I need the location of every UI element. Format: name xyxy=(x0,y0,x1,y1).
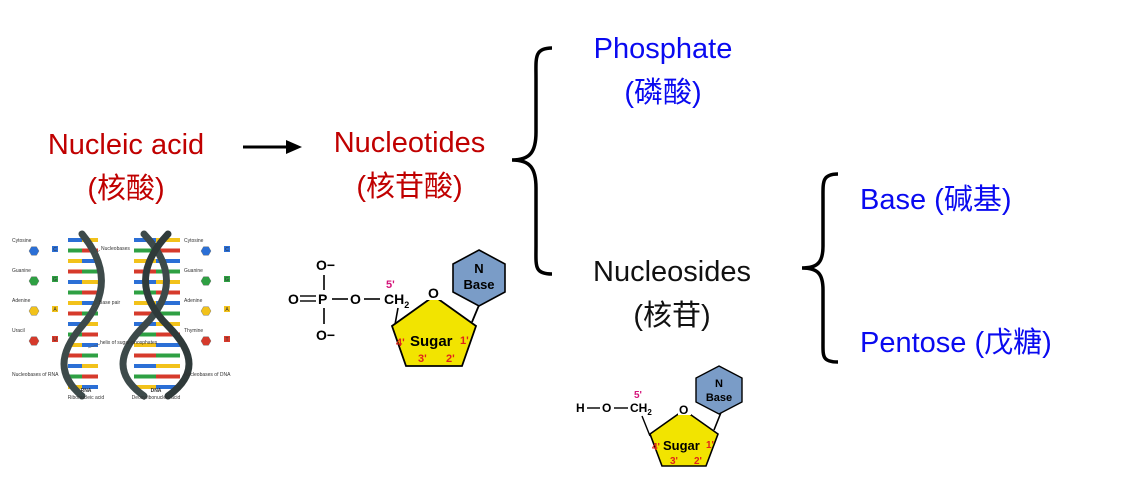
arrow xyxy=(243,140,302,154)
callout-nucleobases: Nucleobases xyxy=(101,246,130,252)
sugar-label: Sugar xyxy=(663,438,700,453)
c1: 1' xyxy=(460,335,469,347)
nucleotide-structure: O− O P O O− 5' CH2 O Sugar 1' 4' 3' 2' N… xyxy=(288,249,506,367)
rna-subtitle: Ribonucleic acid xyxy=(68,395,105,401)
dna-title: DNA xyxy=(151,388,162,394)
nucleoside-structure: H O 5' CH2 O Sugar 1' 4' 3' 2' N Base xyxy=(576,365,743,467)
callout-labels: Nucleobases Base pair helix of sugar-pho… xyxy=(87,246,158,349)
dna-base-key-box xyxy=(224,246,230,252)
o-atom: O xyxy=(602,401,611,415)
nucleic-acid-label: Nucleic acid (核酸) xyxy=(26,128,226,206)
rna-base-key: G xyxy=(53,277,57,283)
base-word: Base xyxy=(706,392,732,404)
rna-base-key-box xyxy=(52,276,58,282)
o-link: O xyxy=(350,291,361,307)
base-hexagon xyxy=(452,249,506,307)
dna-base-name: Cytosine xyxy=(184,238,204,244)
dna-backbone-1 xyxy=(119,230,170,400)
c4: 4' xyxy=(652,442,660,453)
o-minus-bottom: O− xyxy=(316,327,335,343)
c4: 4' xyxy=(396,337,405,349)
dna-backbone-2 xyxy=(142,230,193,400)
sugar-label: Sugar xyxy=(410,333,453,350)
phosphate-label: Phosphate (磷酸) xyxy=(575,32,751,110)
rna-base-key: A xyxy=(53,307,57,313)
pentose-label: Pentose (戊糖) xyxy=(860,327,1052,359)
rna-base-name: Adenine xyxy=(12,298,31,304)
c1: 1' xyxy=(706,440,714,451)
rna-backbone xyxy=(60,230,105,400)
dna-base-key-box xyxy=(224,306,230,312)
dna-base-name: Adenine xyxy=(184,298,203,304)
rna-base-name: Cytosine xyxy=(12,238,32,244)
rna-base-key: U xyxy=(53,337,57,343)
nucleic-acid-zh: (核酸) xyxy=(87,173,165,205)
rna-base-key-box xyxy=(52,246,58,252)
dna-base-key: C xyxy=(225,247,229,253)
nucleosides-zh: (核苷) xyxy=(633,300,711,332)
dna-base-name: Guanine xyxy=(184,268,203,274)
ch2: CH2 xyxy=(384,291,409,310)
nucleotides-zh: (核苷酸) xyxy=(356,171,463,203)
sugar-ring xyxy=(390,294,478,367)
c2: 2' xyxy=(694,456,702,467)
dna-base-molecule xyxy=(200,276,212,286)
dna-base-molecule xyxy=(200,336,212,346)
dna-base-key: G xyxy=(225,277,229,283)
nucleic-acid-name: Nucleic acid xyxy=(47,129,205,161)
dna-nucleobases-caption: Nucleobases of DNA xyxy=(184,372,231,378)
dna-base-molecule xyxy=(200,246,212,256)
dna-base-name: Thymine xyxy=(184,328,203,334)
phosphorus: P xyxy=(318,291,327,307)
five-prime: 5' xyxy=(634,390,642,401)
nucleosides-label: Nucleosides (核苷) xyxy=(572,255,772,333)
rna-base-molecule xyxy=(28,306,40,316)
rna-base-molecule xyxy=(28,336,40,346)
base-label: Base (碱基) xyxy=(860,184,1012,216)
rna-base-molecule xyxy=(28,246,40,256)
brace-right xyxy=(801,172,839,364)
base-hexagon xyxy=(695,365,743,415)
rna-nucleobases-caption: Nucleobases of RNA xyxy=(12,372,59,378)
ring-o: O xyxy=(428,285,439,301)
phosphate-zh: (磷酸) xyxy=(624,77,702,109)
base-word: Base xyxy=(463,277,494,292)
rna-base-name: Guanine xyxy=(12,268,31,274)
callout-helix: helix of sugar-phosphates xyxy=(100,340,158,346)
brace-left xyxy=(511,46,553,276)
base-n: N xyxy=(715,378,723,390)
c2: 2' xyxy=(446,353,455,365)
rna-base-key-box xyxy=(52,306,58,312)
rna-title: RNA xyxy=(81,388,92,394)
dna-base-key-box xyxy=(224,276,230,282)
rna-base-molecule xyxy=(28,276,40,286)
base-n: N xyxy=(474,261,483,276)
dna-base-key: T xyxy=(225,337,228,343)
rna-base-key-box xyxy=(52,336,58,342)
ch2: CH2 xyxy=(630,401,652,417)
dna-base-key: A xyxy=(225,307,229,313)
c3: 3' xyxy=(670,456,678,467)
rna-base-key: C xyxy=(53,247,57,253)
phosphate-name: Phosphate xyxy=(593,33,733,65)
rna-base-name: Uracil xyxy=(12,328,25,334)
nucleotides-name: Nucleotides xyxy=(333,127,486,159)
ring-o: O xyxy=(679,403,688,417)
nucleotides-label: Nucleotides (核苷酸) xyxy=(312,126,507,204)
dna-base-key-box xyxy=(224,336,230,342)
dna-base-molecule xyxy=(200,306,212,316)
h-atom: H xyxy=(576,401,585,415)
c3: 3' xyxy=(418,353,427,365)
nucleosides-name: Nucleosides xyxy=(593,256,751,288)
callout-base-pair: Base pair xyxy=(99,300,120,306)
dna-subtitle: Deoxyribonucleic acid xyxy=(132,395,181,401)
o-double: O xyxy=(288,291,299,307)
five-prime: 5' xyxy=(386,279,395,291)
o-minus-top: O− xyxy=(316,257,335,273)
sugar-ring xyxy=(649,409,719,467)
